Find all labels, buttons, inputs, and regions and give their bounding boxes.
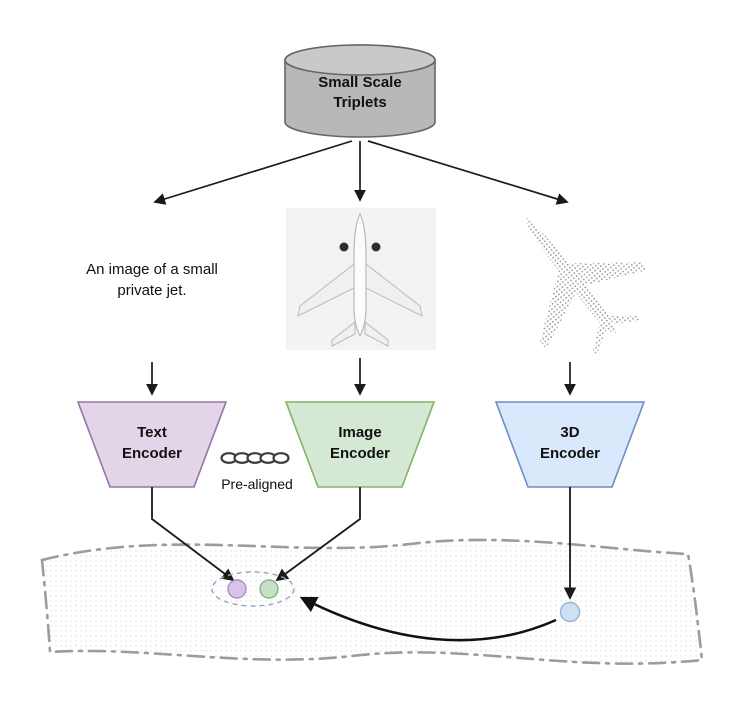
text-encoder-label: Text Encoder — [121, 424, 183, 462]
airplane-engine-left — [339, 242, 349, 252]
3d-embedding-point — [559, 601, 581, 623]
airplane-image — [286, 208, 436, 350]
text-encoder-shape — [76, 401, 228, 488]
3d-encoder-shape — [494, 401, 646, 488]
alignment-arrow — [299, 596, 557, 642]
embedding-space-surface — [40, 538, 704, 665]
chain-link-icon — [220, 452, 290, 464]
3d-encoder-label: 3D Encoder — [539, 424, 601, 462]
airplane-engine-right — [371, 242, 381, 252]
prealigned-label: Pre-aligned — [221, 476, 293, 492]
text-embedding-point — [227, 579, 247, 599]
database-label: Small Scale Triplets — [318, 73, 402, 111]
airplane-point-cloud — [523, 216, 648, 356]
text-modality-caption: An image of a small private jet. — [86, 261, 218, 299]
image-encoder-shape — [284, 401, 436, 488]
database-cylinder-icon — [284, 44, 436, 138]
image-embedding-point — [259, 579, 279, 599]
arrow-db-to-text — [153, 140, 353, 205]
arrow-db-to-shape — [367, 140, 569, 205]
connector-image-encoder-to-point — [275, 487, 361, 582]
aligned-points-ellipse — [211, 571, 295, 607]
connector-text-encoder-to-point — [151, 487, 235, 582]
image-encoder-label: Image Encoder — [329, 424, 391, 462]
